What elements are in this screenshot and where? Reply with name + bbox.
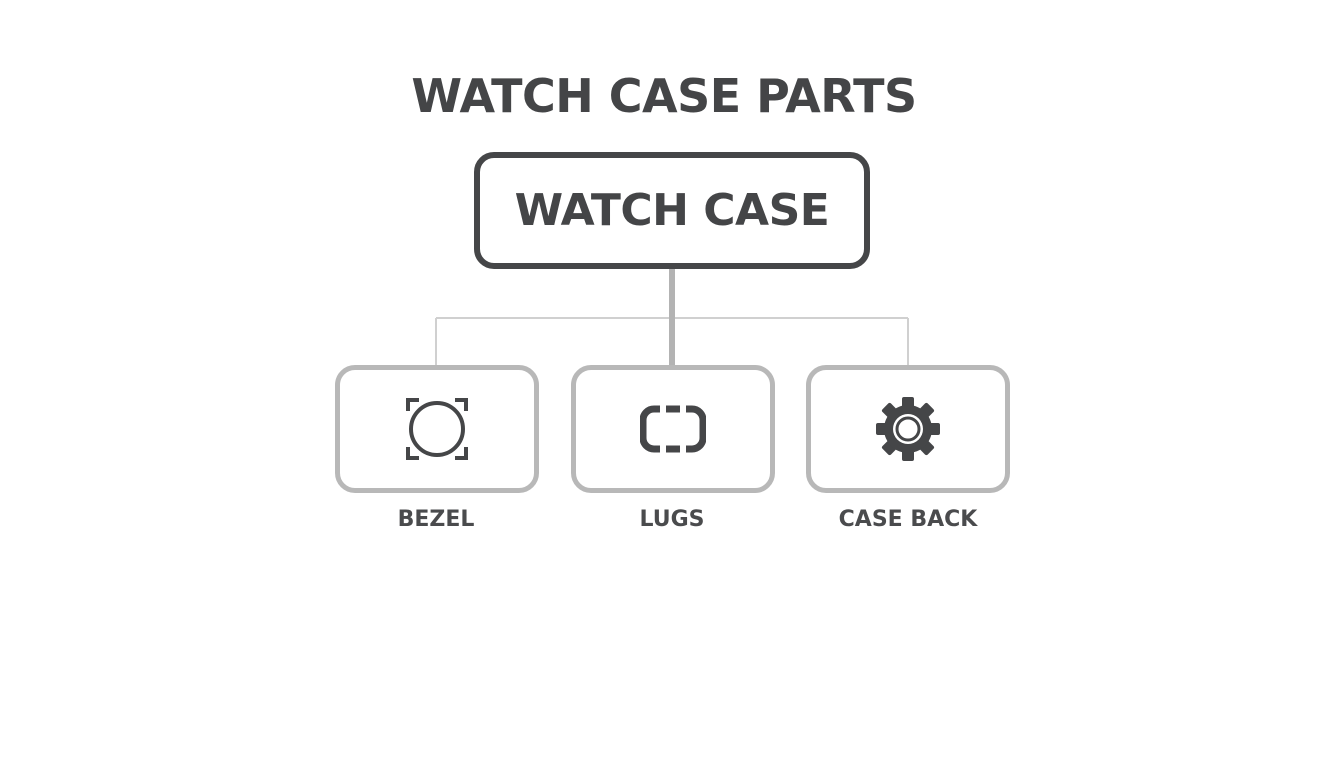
bezel-icon: [405, 397, 469, 461]
gear-icon: [874, 395, 942, 463]
node-case-back: [806, 365, 1010, 493]
lugs-icon: [640, 404, 706, 454]
root-node-watch-case: WATCH CASE: [474, 152, 870, 269]
node-label-lugs: LUGS: [639, 507, 705, 532]
node-bezel: [335, 365, 539, 493]
diagram-title: WATCH CASE PARTS: [411, 69, 917, 123]
node-lugs: [571, 365, 775, 493]
root-node-label: WATCH CASE: [514, 185, 830, 236]
node-label-bezel: BEZEL: [397, 507, 475, 532]
node-label-case-back: CASE BACK: [838, 507, 978, 532]
